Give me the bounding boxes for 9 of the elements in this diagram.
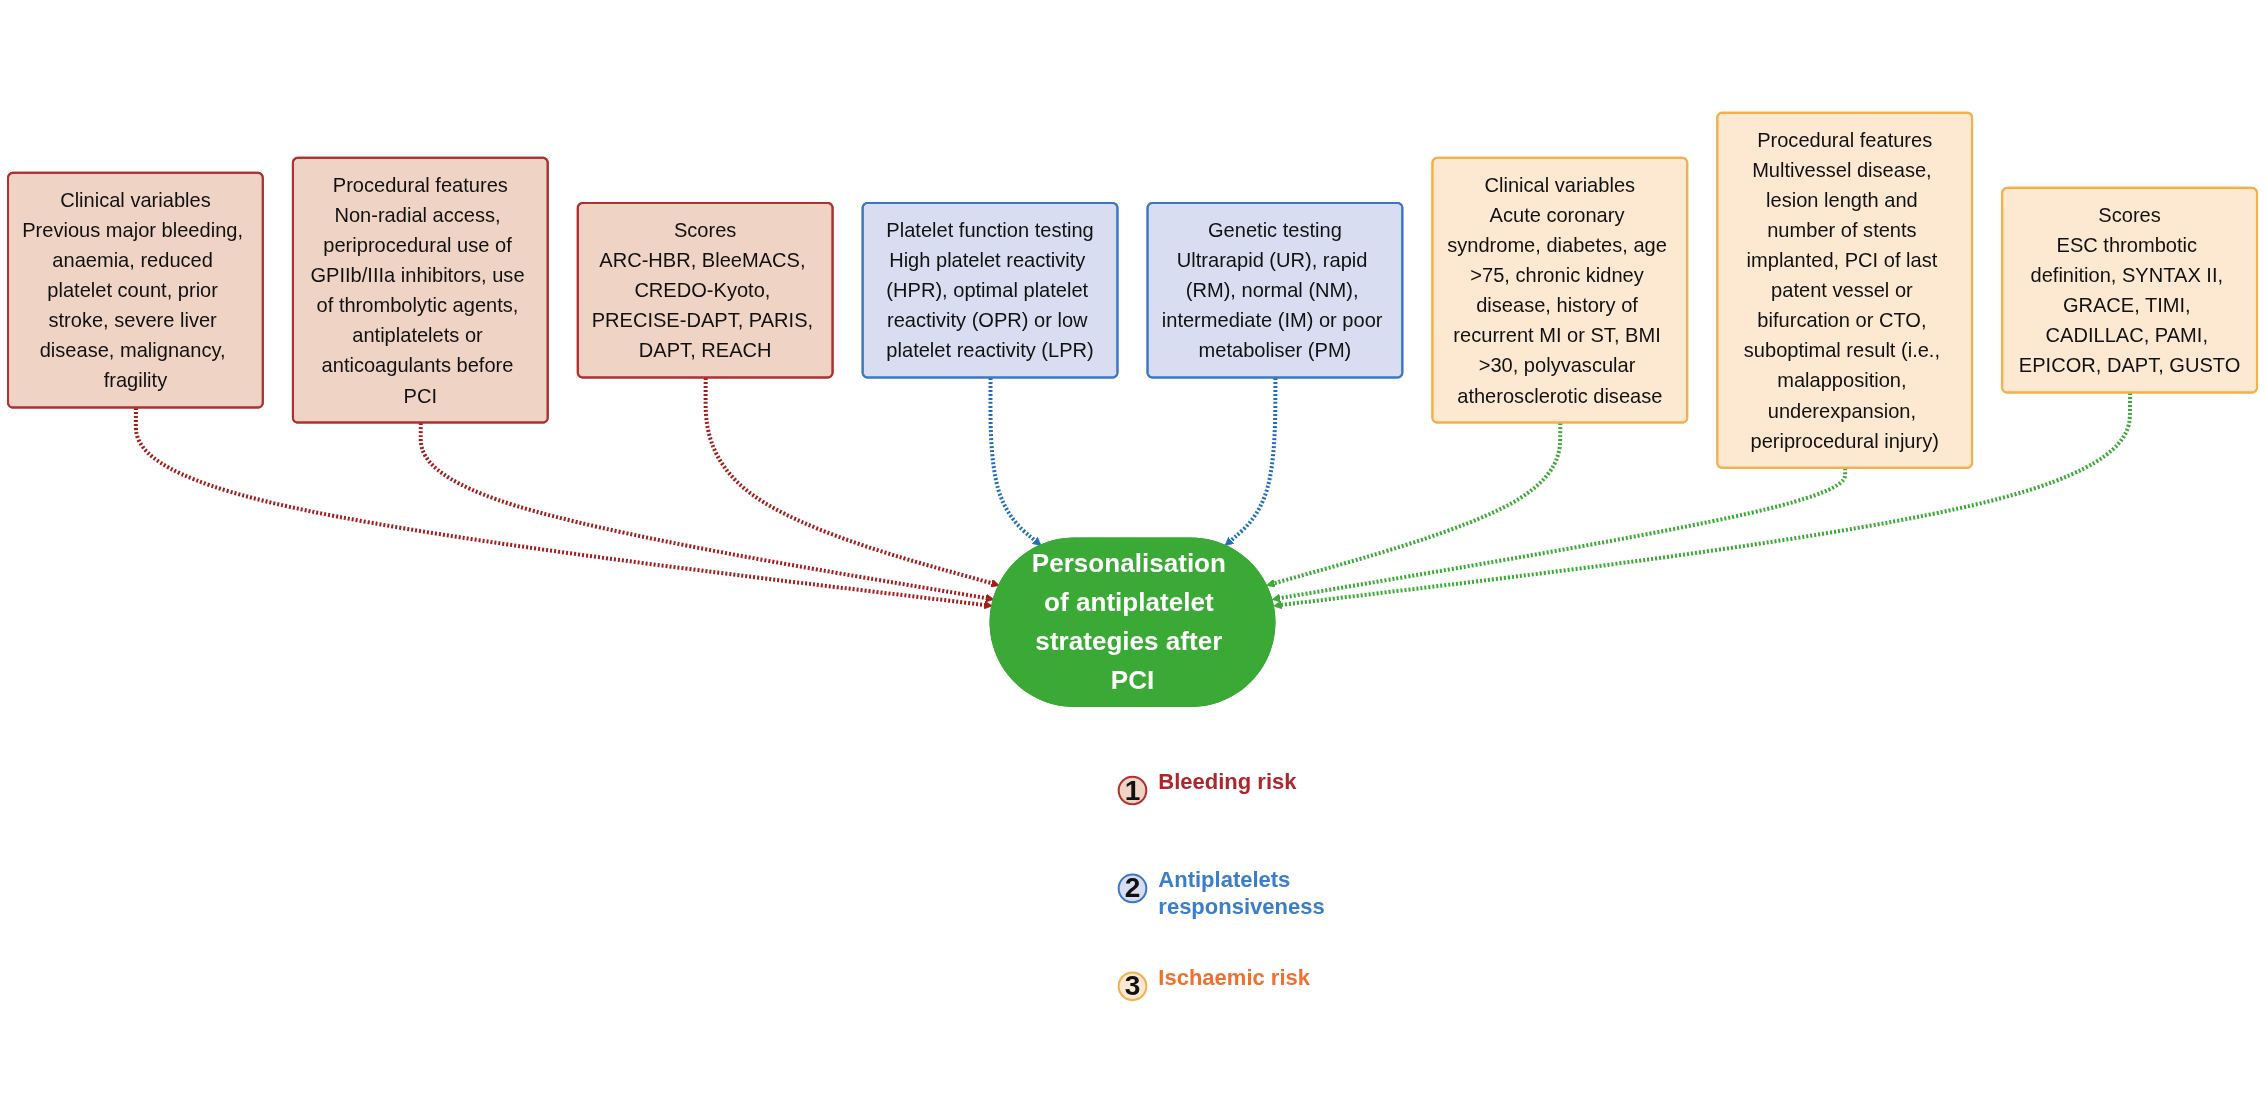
risk-label: Antiplatelets responsiveness <box>1158 867 1326 921</box>
node-circle <box>1117 873 1148 904</box>
arrow <box>1224 377 1278 546</box>
node-circle <box>1117 775 1148 806</box>
node-circle <box>1117 971 1148 1002</box>
arrow <box>1271 468 1848 603</box>
risk-label: Ischaemic risk <box>1158 965 1311 992</box>
risk-label: Bleeding risk <box>1158 769 1298 796</box>
arrow <box>988 377 1042 546</box>
